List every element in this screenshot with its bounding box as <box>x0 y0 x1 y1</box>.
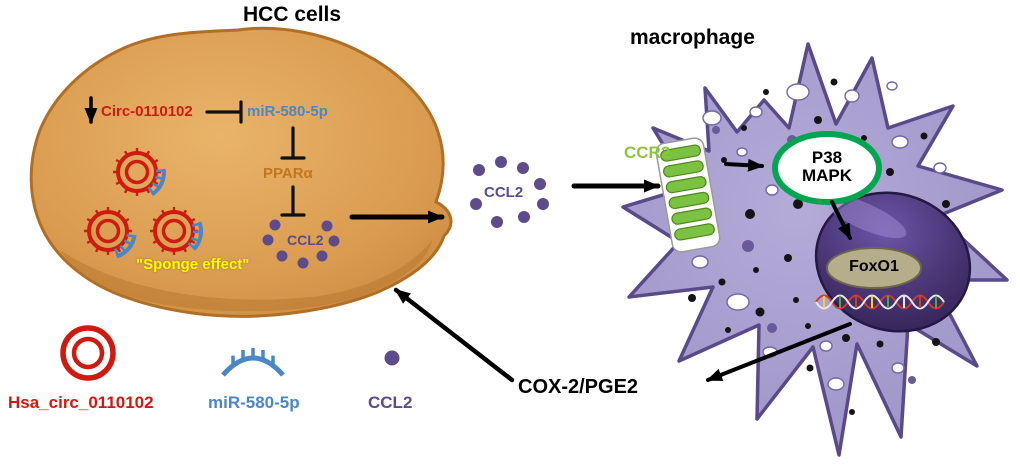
legend-circ-label: Hsa_circ_0110102 <box>8 393 154 412</box>
hcc-cell-shape <box>29 26 453 318</box>
ccl2-dots-secreted <box>470 156 549 228</box>
nucleus-highlight <box>821 193 907 239</box>
p38-line2: MAPK <box>801 165 853 185</box>
ccl2-secreted-label: CCL2 <box>484 184 524 201</box>
hcc-cells-title: HCC cells <box>243 3 342 26</box>
macrophage-output-arrow <box>706 322 852 382</box>
legend-icons <box>60 325 400 381</box>
p38-mapk-label: P38 MAPK <box>775 149 879 185</box>
flow-arrows <box>84 96 852 383</box>
sponge-effect-label: "Sponge effect" <box>136 256 250 273</box>
ccr2-label: CCR2 <box>624 143 671 162</box>
p38-line1: P38 <box>811 148 843 167</box>
ccr2-to-p38-arrow <box>724 158 764 172</box>
foxo1-label: FoxO1 <box>849 258 899 275</box>
legend-mir-label: miR-580-5p <box>208 393 300 412</box>
foxo1-shape <box>826 247 922 289</box>
legend-ccl2-label: CCL2 <box>368 393 413 412</box>
circ-0110102-label: Circ-0110102 <box>101 103 193 120</box>
macrophage-shape <box>621 42 1009 457</box>
hsa-circ-icon <box>60 325 116 381</box>
mir-580-5p-label: miR-580-5p <box>247 103 328 120</box>
macrophage-title: macrophage <box>630 26 755 49</box>
mirna-icon <box>221 348 285 377</box>
ccl2-dot-icon <box>384 350 400 366</box>
p38-to-foxo1-arrow <box>830 200 852 240</box>
cox2-pge2-label: COX-2/PGE2 <box>518 376 639 398</box>
ccr2-receptor <box>655 137 721 253</box>
p38-mapk-shape <box>772 131 882 205</box>
ccl2-dots-hcc <box>262 219 340 269</box>
ppara-label: PPARα <box>263 165 313 182</box>
ccl2-hcc-label: CCL2 <box>287 232 324 248</box>
inhibition-lines <box>205 100 306 217</box>
dna-strand <box>815 294 945 310</box>
hcc-cell-shading <box>60 240 432 312</box>
cox2-to-hcc-arrow <box>393 287 515 383</box>
